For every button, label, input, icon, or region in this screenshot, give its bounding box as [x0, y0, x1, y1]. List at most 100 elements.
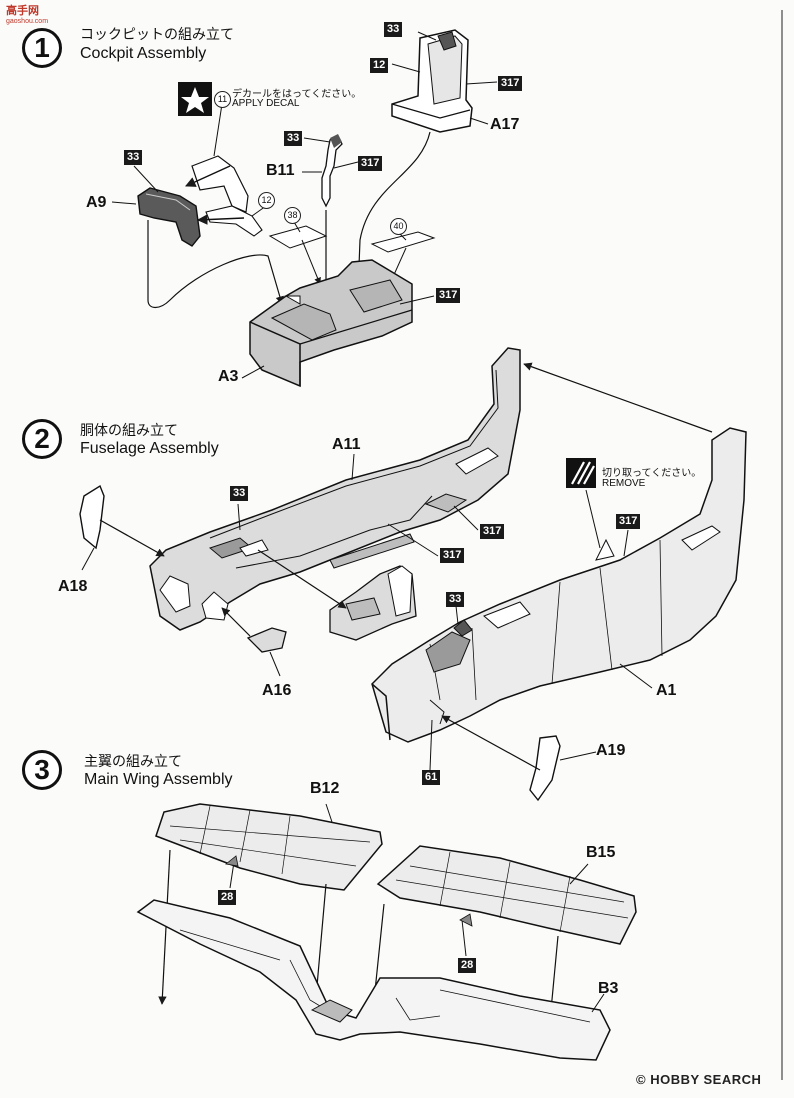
wing-lower-b3-part — [136, 899, 611, 1061]
paint-code-28-left: 28 — [218, 890, 237, 905]
arrow-a16 — [221, 607, 251, 637]
instrument-panel-a9-part — [137, 187, 201, 247]
decal-star-icon — [178, 82, 212, 116]
wing-upper-left-b12-part — [155, 803, 383, 891]
arrow-cockpit-to-fuselage — [257, 549, 347, 609]
label-b11: B11 — [266, 162, 295, 179]
arrow-a9-to-a3 — [147, 220, 284, 309]
leader-a17-33 — [417, 31, 437, 41]
decal-12-shape — [205, 205, 263, 237]
arrow-decal-11 — [185, 165, 231, 187]
paint-code-28-right: 28 — [458, 958, 477, 973]
note-apply-decal-en: APPLY DECAL — [232, 98, 300, 109]
decal-11-shape — [191, 155, 249, 213]
step-2-number: 2 — [22, 419, 62, 459]
leader-b15-label — [569, 863, 589, 885]
leader-a11-label — [351, 453, 355, 481]
decal-number-12: 12 — [258, 192, 275, 209]
remove-cut-icon — [566, 458, 596, 488]
leader-a9-33 — [133, 165, 159, 193]
arrow-a17-to-a3 — [354, 131, 431, 293]
arrow-a1-to-a11 — [523, 362, 713, 433]
fuselage-left-half-a11-part — [149, 347, 521, 631]
leader-a3-317 — [399, 295, 435, 305]
leader-b12-label — [325, 803, 333, 823]
paint-code-33-seat: 33 — [384, 22, 403, 37]
part-a19 — [529, 735, 561, 802]
leader-decal-38 — [293, 221, 301, 233]
paint-code-317-a11b: 317 — [440, 548, 465, 563]
part-28-right — [459, 913, 473, 927]
step-3-number: 3 — [22, 750, 62, 790]
leader-a11-317b — [387, 523, 439, 557]
step-1-number: 1 — [22, 28, 62, 68]
part-28-left — [225, 855, 239, 867]
label-a19: A19 — [596, 742, 626, 759]
paint-code-33-panel: 33 — [124, 150, 143, 165]
watermark-hobbysearch: © HOBBY SEARCH — [636, 1072, 762, 1087]
step-2-title-en: Fuselage Assembly — [80, 440, 219, 457]
decal-40-shape — [370, 231, 436, 253]
leader-a16-label — [269, 651, 281, 677]
paint-code-317-tub: 317 — [436, 288, 461, 303]
paint-code-61: 61 — [422, 770, 441, 785]
step-1-title-en: Cockpit Assembly — [80, 45, 207, 62]
fuselage-right-half-a1-part — [371, 427, 747, 743]
paint-code-317-stick: 317 — [358, 156, 383, 171]
paint-code-33-a1: 33 — [446, 592, 465, 607]
note-remove-en: REMOVE — [602, 478, 646, 489]
leader-b3-label — [591, 993, 605, 1013]
arrow-a19 — [441, 715, 541, 771]
leader-a3-label — [241, 365, 265, 379]
leader-a1-33 — [455, 605, 459, 625]
label-b3: B3 — [598, 980, 619, 997]
seat-a17-part — [391, 29, 473, 133]
part-a16 — [246, 627, 287, 653]
control-stick-b11-part — [321, 134, 343, 208]
paint-code-317-seat: 317 — [498, 76, 523, 91]
step-3-title-en: Main Wing Assembly — [84, 771, 233, 788]
decal-number-11: 11 — [214, 91, 231, 108]
label-a9: A9 — [86, 194, 107, 211]
watermark-subtitle: gaoshou.com — [6, 18, 49, 25]
step-1-title-jp: コックピットの組み立て — [80, 27, 234, 43]
wing-upper-right-b15-part — [376, 845, 637, 945]
leader-a17-317 — [465, 81, 498, 85]
leader-b12-28 — [229, 861, 235, 889]
label-a1: A1 — [656, 682, 677, 699]
arrow-a18 — [99, 519, 165, 557]
leader-b11-33 — [303, 137, 331, 143]
cockpit-subassembly-part — [329, 565, 417, 641]
leader-a1-label — [619, 663, 653, 689]
paint-code-12-seat: 12 — [370, 58, 389, 73]
label-b12: B12 — [310, 780, 340, 797]
label-a16: A16 — [262, 682, 292, 699]
leader-a11-317a — [453, 505, 479, 531]
leader-b15-28 — [461, 919, 467, 957]
label-a18: A18 — [58, 578, 88, 595]
step-2-title-jp: 胴体の組み立て — [80, 423, 178, 439]
label-a11: A11 — [332, 436, 361, 453]
leader-decal-40 — [399, 233, 407, 241]
cockpit-tub-a3-part — [249, 259, 413, 388]
leader-a17-12 — [391, 63, 421, 73]
leader-a17-label — [469, 117, 489, 125]
label-a17: A17 — [490, 116, 520, 133]
watermark-title: 高手网 — [6, 4, 39, 17]
label-b15: B15 — [586, 844, 616, 861]
leader-a1-61 — [429, 719, 433, 771]
part-a18 — [79, 484, 105, 550]
note-apply-decal-jp: デカールをはってください。 — [232, 89, 362, 100]
decal-number-40: 40 — [390, 218, 407, 235]
decal-number-38: 38 — [284, 207, 301, 224]
paint-code-33-a11: 33 — [230, 486, 249, 501]
arrow-decal-38 — [301, 239, 321, 285]
arrow-decal-12 — [196, 214, 245, 225]
decal-38-shape — [268, 225, 328, 249]
leader-remove — [585, 489, 601, 549]
paint-code-317-a1: 317 — [616, 514, 641, 529]
leader-a11-33 — [237, 503, 241, 531]
leader-a9-label — [111, 201, 137, 205]
